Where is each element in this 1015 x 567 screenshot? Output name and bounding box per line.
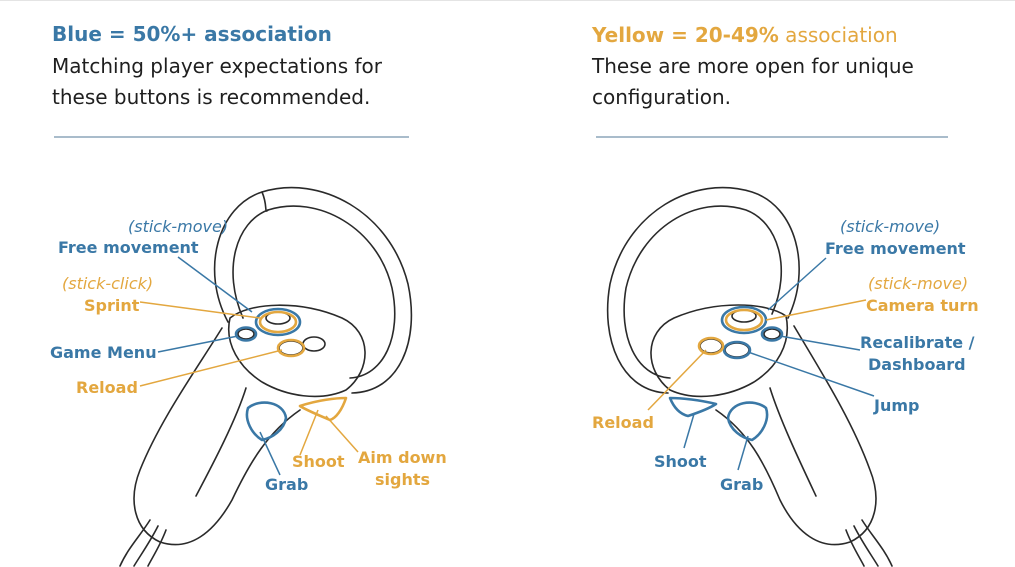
left-label-free-movement: Free movement	[58, 238, 199, 257]
right-label-recalibrate: Recalibrate /	[860, 333, 975, 352]
right-divider	[596, 136, 948, 138]
right-tracking-ring	[606, 186, 800, 394]
left-menu-button	[237, 328, 255, 340]
left-thumbstick-yellow-ring	[258, 310, 298, 334]
left-label-sights: sights	[375, 470, 430, 489]
right-label-grab: Grab	[720, 475, 763, 494]
right-subtitle-line-2: configuration.	[592, 85, 732, 109]
left-tracking-ring	[213, 186, 413, 394]
right-label-free-movement: Free movement	[825, 239, 966, 258]
left-subtitle-line-1: Matching player expectations for	[52, 54, 383, 78]
left-grip-highlight	[245, 401, 288, 442]
right-face-plate	[650, 304, 788, 398]
right-label-stick-move: (stick-move)	[840, 217, 940, 236]
right-label-stick-move-2: (stick-move)	[868, 274, 968, 293]
right-subtitle-line-1: These are more open for unique	[592, 54, 914, 78]
left-button-y	[302, 336, 326, 352]
right-oculus-button	[763, 328, 781, 340]
right-leader-lines	[647, 257, 875, 471]
left-subtitle-line-2: these buttons is recommended.	[52, 85, 371, 109]
left-label-game-menu: Game Menu	[50, 343, 157, 362]
right-heading-rest: association	[778, 23, 898, 47]
right-oculus-highlight	[760, 326, 784, 342]
left-label-sprint: Sprint	[84, 296, 140, 315]
left-face-plate	[228, 304, 366, 398]
left-label-grab: Grab	[265, 475, 308, 494]
right-label-jump: Jump	[873, 396, 919, 415]
left-leader-lines	[139, 256, 359, 476]
left-label-shoot: Shoot	[292, 452, 345, 471]
left-heading: Blue = 50%+ association	[52, 22, 332, 46]
right-thumbstick-yellow-ring	[724, 308, 764, 332]
right-label-reload: Reload	[592, 413, 654, 432]
left-label-stick-move: (stick-move)	[128, 217, 228, 236]
left-menu-highlight	[234, 326, 258, 342]
right-label-shoot: Shoot	[654, 452, 707, 471]
right-heading: Yellow = 20-49% association	[592, 23, 898, 47]
right-button-b-highlight	[697, 336, 725, 356]
left-label-reload: Reload	[76, 378, 138, 397]
left-thumbstick-blue-ring	[254, 307, 302, 337]
right-button-a-highlight	[722, 340, 752, 360]
left-button-x-highlight	[276, 338, 306, 358]
left-label-aim-down: Aim down	[358, 448, 447, 467]
left-highlights	[234, 307, 348, 442]
left-label-stick-click: (stick-click)	[62, 274, 153, 293]
left-divider	[54, 136, 409, 138]
right-label-dashboard: Dashboard	[868, 355, 966, 374]
right-label-camera-turn: Camera turn	[866, 296, 979, 315]
right-trigger-highlight	[668, 396, 718, 418]
right-handle	[715, 325, 893, 567]
left-trigger-highlight	[298, 396, 348, 422]
top-border	[0, 0, 1015, 1]
right-heading-key: Yellow = 20-49%	[592, 23, 779, 47]
left-handle	[119, 327, 301, 567]
right-grip-highlight	[726, 401, 769, 442]
